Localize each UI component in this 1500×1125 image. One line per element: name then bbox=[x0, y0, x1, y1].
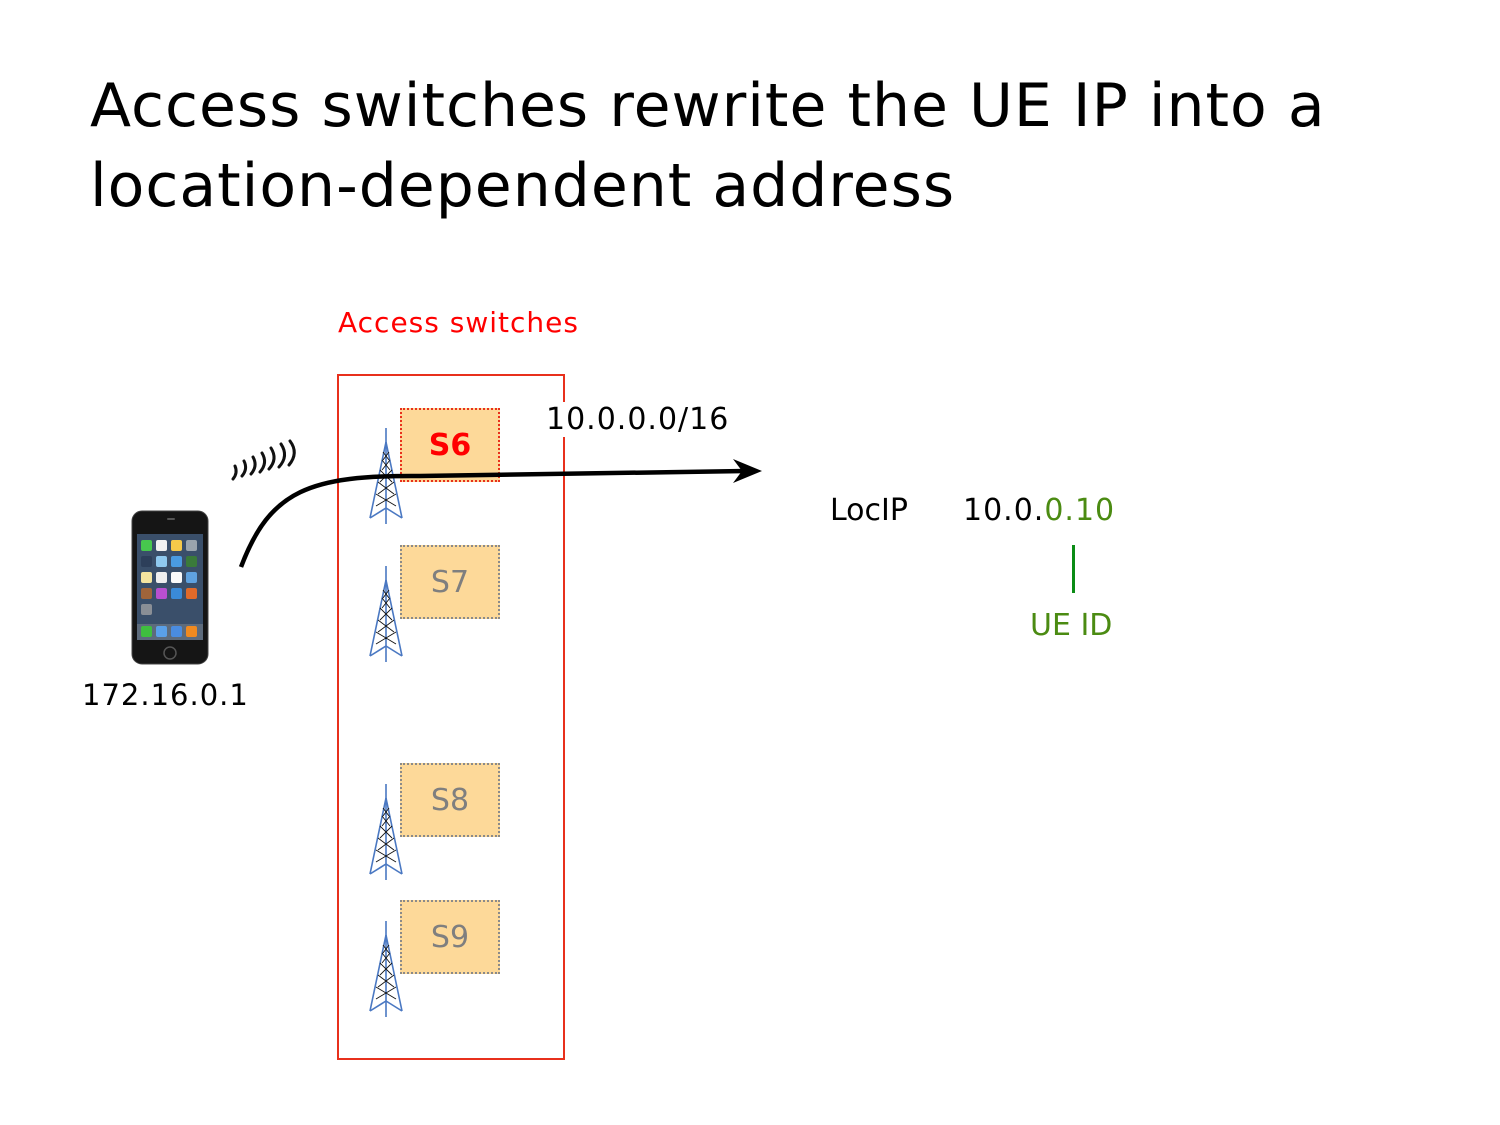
smartphone-icon bbox=[131, 510, 209, 665]
ueid-label: UE ID bbox=[1030, 608, 1113, 643]
switch-label: S9 bbox=[430, 919, 470, 955]
locip-value-prefix: 10.0. bbox=[963, 493, 1045, 528]
locip-value-ueid: 0.10 bbox=[1044, 493, 1116, 528]
locip-label: LocIP bbox=[830, 493, 908, 528]
switch-label: S7 bbox=[430, 564, 470, 600]
cell-tower-icon bbox=[369, 784, 403, 880]
arrowhead bbox=[733, 459, 762, 483]
wireless-signal-icon bbox=[231, 439, 296, 481]
switch-s7: S7 bbox=[400, 545, 500, 619]
switch-s9: S9 bbox=[400, 900, 500, 974]
access-switches-group-box bbox=[337, 374, 565, 1060]
phone-ip-label: 172.16.0.1 bbox=[82, 678, 249, 712]
switch-s8: S8 bbox=[400, 763, 500, 837]
routing-path-arrow bbox=[238, 468, 746, 568]
switch-label: S8 bbox=[430, 782, 470, 818]
locip-value: 10.0.0.10 bbox=[963, 493, 1115, 528]
slide-title: Access switches rewrite the UE IP into a… bbox=[90, 71, 1326, 221]
switch-s6: S6 bbox=[400, 408, 500, 482]
cell-tower-icon bbox=[369, 566, 403, 662]
access-switches-label: Access switches bbox=[338, 306, 579, 339]
cell-tower-icon bbox=[369, 921, 403, 1017]
ueid-connector-line bbox=[1072, 545, 1075, 593]
switch-label: S6 bbox=[428, 427, 472, 463]
prefix-label: 10.0.0.0/16 bbox=[542, 402, 734, 437]
